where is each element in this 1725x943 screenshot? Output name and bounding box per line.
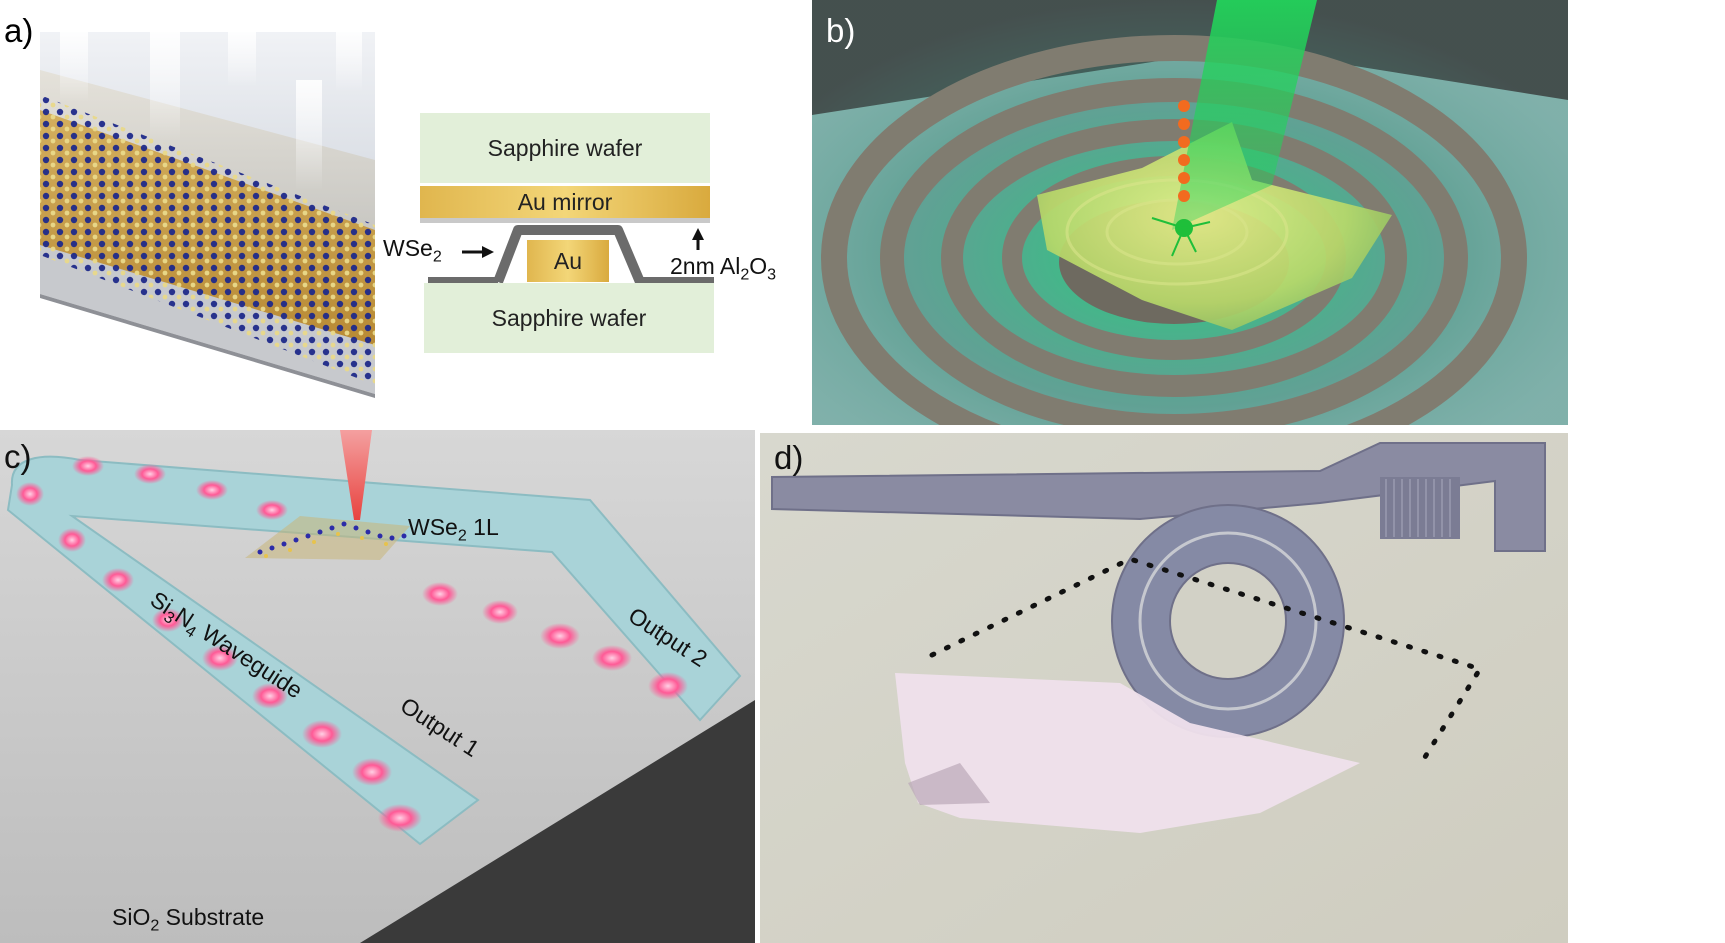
red-laser-beam [340, 430, 372, 520]
light-beam [336, 32, 362, 92]
wse2-monolayer-flake [245, 516, 410, 560]
wse2-flake [895, 673, 1360, 833]
zoom-outline [929, 556, 1484, 768]
panel-c-render [0, 430, 755, 943]
al2o3-spacer [420, 218, 710, 223]
si3n4-waveguide [6, 455, 742, 846]
optical-modes [16, 456, 688, 832]
panel-a-label: a) [4, 12, 34, 49]
light-beam [150, 32, 180, 142]
substrate-label: SiO2 Substrate [112, 904, 265, 935]
bus-waveguide [771, 442, 1546, 552]
au-pillar: Au [527, 240, 609, 282]
emitted-photons [1178, 100, 1190, 202]
panel-b: b) [812, 0, 1568, 425]
panel-d-micrograph [760, 433, 1568, 943]
wse2-1l-label: WSe2 1L [408, 514, 499, 545]
light-beam [60, 32, 88, 102]
panel-c-label: c) [4, 438, 32, 475]
wse2-arrow-head [482, 246, 494, 258]
panel-a: a) [0, 0, 860, 430]
wse2-lattice [40, 95, 375, 385]
panel-c: c) WSe2 1L Si3N4 Waveguide Output 1 Outp… [0, 430, 755, 943]
wse2-flake-profile [428, 225, 714, 287]
wse2-label: WSe2 [383, 235, 442, 266]
top-glass [40, 32, 375, 230]
sapphire-wafer-top: Sapphire wafer [420, 113, 710, 183]
panel-d: d) [760, 433, 1568, 943]
grating-coupler [1380, 477, 1460, 539]
light-beam [296, 80, 322, 190]
panel-a-3d-render [40, 32, 375, 398]
sapphire-wafer-bottom: Sapphire wafer [424, 283, 714, 353]
au-mirror-layer: Au mirror [420, 186, 710, 218]
light-beam [228, 32, 256, 87]
al2o3-label: 2nm Al2O3 [670, 253, 777, 284]
panel-b-label: b) [826, 12, 856, 49]
green-laser-beam [1172, 0, 1317, 230]
substrate-edge [360, 700, 755, 943]
al2o3-arrow-head [692, 228, 704, 240]
panel-d-label: d) [774, 439, 804, 476]
panel-b-render [812, 0, 1568, 425]
